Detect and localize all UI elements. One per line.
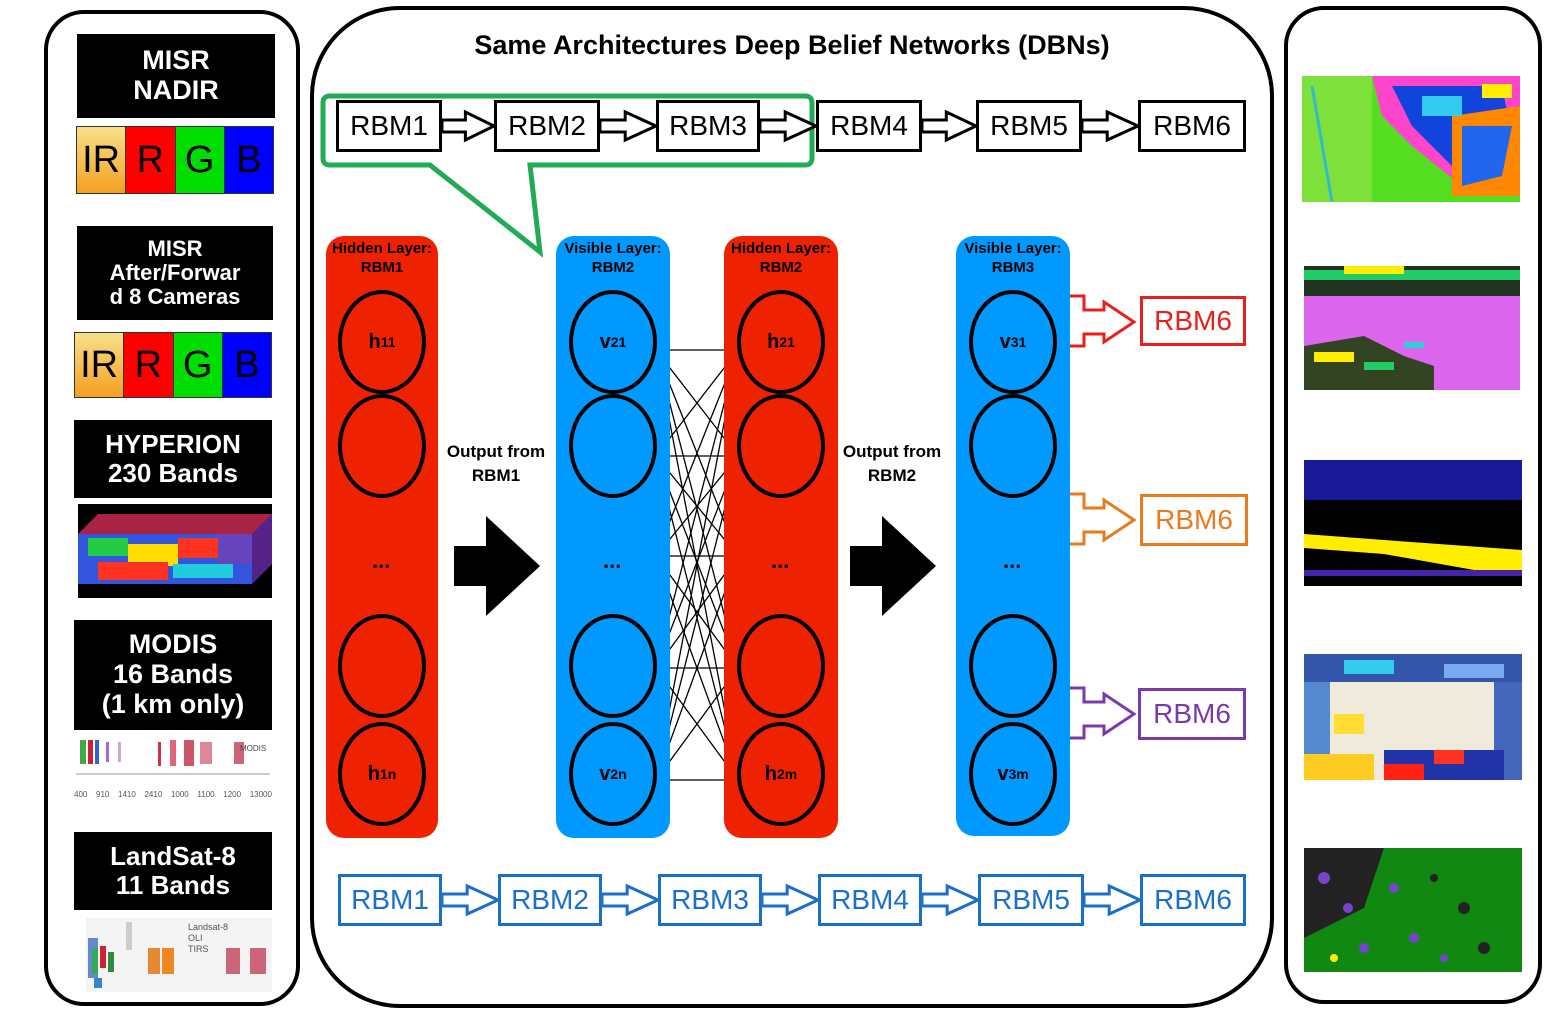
band-r: R bbox=[126, 127, 176, 193]
result-map-3-svg bbox=[1304, 460, 1522, 586]
ellipsis-layer3: ... bbox=[771, 548, 790, 573]
orange-connector-arrow bbox=[1070, 492, 1137, 546]
top-chain-arrow-2 bbox=[598, 109, 660, 143]
source-label-misr-nadir: MISR NADIR bbox=[77, 34, 275, 118]
top-rbm4-box: RBM4 bbox=[816, 100, 922, 152]
chain-arrows bbox=[440, 109, 1144, 917]
bottom-chain-arrow-4 bbox=[920, 883, 982, 917]
source-label-landsat: LandSat-8 11 Bands bbox=[74, 832, 272, 910]
landsat-band-svg bbox=[86, 918, 272, 992]
rbm6-purple-box: RBM6 bbox=[1138, 688, 1246, 740]
result-map-1 bbox=[1302, 76, 1520, 202]
band-b: B bbox=[222, 333, 271, 397]
result-map-4-svg bbox=[1304, 654, 1522, 780]
bottom-chain-arrow-2 bbox=[600, 883, 662, 917]
bottom-rbm1-box: RBM1 bbox=[338, 874, 442, 926]
ellipsis-layer2: ... bbox=[603, 548, 622, 573]
result-map-1-svg bbox=[1302, 76, 1520, 202]
bottom-rbm5-box: RBM5 bbox=[978, 874, 1084, 926]
source-label-misr-forward: MISR After/Forwar d 8 Cameras bbox=[77, 226, 273, 320]
ellipsis-layer4: ... bbox=[1003, 548, 1022, 573]
diagram-title: Same Architectures Deep Belief Networks … bbox=[474, 30, 1110, 60]
node-layer4-2 bbox=[969, 394, 1057, 498]
top-rbm1-box: RBM1 bbox=[336, 100, 442, 152]
band-strip-forward: IR R G B bbox=[74, 332, 272, 398]
modis-band-svg bbox=[76, 740, 270, 775]
node-layer1-2 bbox=[338, 394, 426, 498]
result-map-2-svg bbox=[1304, 266, 1520, 390]
output-arrow-1 bbox=[454, 516, 540, 616]
node-layer2-3 bbox=[569, 614, 657, 718]
landsat-caption: Landsat-8 OLI TIRS bbox=[188, 922, 229, 954]
band-r: R bbox=[124, 333, 174, 397]
node-layer1-3 bbox=[338, 614, 426, 718]
red-connector-arrow bbox=[1070, 294, 1137, 348]
top-rbm3-box: RBM3 bbox=[656, 100, 760, 152]
bottom-rbm3-box: RBM3 bbox=[658, 874, 762, 926]
band-g: G bbox=[175, 127, 225, 193]
bottom-rbm2-box: RBM2 bbox=[498, 874, 602, 926]
node-layer4-3 bbox=[969, 614, 1057, 718]
bottom-chain-arrow-3 bbox=[760, 883, 822, 917]
top-rbm5-box: RBM5 bbox=[976, 100, 1082, 152]
result-map-2 bbox=[1304, 266, 1520, 390]
band-b: B bbox=[224, 127, 273, 193]
bottom-rbm4-box: RBM4 bbox=[818, 874, 922, 926]
green-callout-bracket bbox=[320, 93, 815, 258]
modis-band-chart: MODIS 400 910 1410 2410 1000 1100 1200 1… bbox=[74, 736, 272, 806]
result-map-5 bbox=[1304, 848, 1522, 972]
bottom-chain-arrow-1 bbox=[440, 883, 502, 917]
output-arrow-2 bbox=[850, 516, 936, 616]
modis-axis-ticks: 400 910 1410 2410 1000 1100 1200 13000 bbox=[74, 790, 272, 799]
node-layer3-3 bbox=[737, 614, 825, 718]
top-chain-arrow-1 bbox=[440, 109, 498, 143]
hyperion-cube-image bbox=[78, 504, 272, 598]
result-map-4 bbox=[1304, 654, 1522, 780]
result-map-5-svg bbox=[1304, 848, 1522, 972]
band-ir: IR bbox=[75, 333, 125, 397]
top-chain-arrow-3 bbox=[758, 109, 820, 143]
purple-connector-arrow bbox=[1070, 686, 1137, 740]
top-rbm6-box: RBM6 bbox=[1138, 100, 1246, 152]
landsat-band-chart: Landsat-8 OLI TIRS bbox=[86, 918, 272, 992]
source-label-modis: MODIS 16 Bands (1 km only) bbox=[74, 620, 272, 730]
modis-logo-text: MODIS bbox=[240, 744, 267, 753]
bottom-chain-arrow-5 bbox=[1082, 883, 1144, 917]
node-layer3-2 bbox=[737, 394, 825, 498]
top-rbm2-box: RBM2 bbox=[494, 100, 600, 152]
rbm6-orange-box: RBM6 bbox=[1140, 494, 1248, 546]
output-from-rbm2-label: Output from RBM2 bbox=[842, 442, 942, 485]
source-label-hyperion: HYPERION 230 Bands bbox=[74, 420, 272, 498]
rbm6-red-box: RBM6 bbox=[1140, 296, 1246, 346]
output-from-rbm1-label: Output from RBM1 bbox=[446, 442, 546, 485]
node-layer2-2 bbox=[569, 394, 657, 498]
band-g: G bbox=[173, 333, 223, 397]
hyperion-cube-svg bbox=[78, 514, 272, 584]
result-map-3 bbox=[1304, 460, 1522, 586]
bottom-rbm6-box: RBM6 bbox=[1140, 874, 1246, 926]
band-ir: IR bbox=[77, 127, 127, 193]
top-chain-arrow-5 bbox=[1080, 109, 1142, 143]
ellipsis-layer1: ... bbox=[372, 548, 391, 573]
top-chain-arrow-4 bbox=[920, 109, 980, 143]
band-strip-nadir: IR R G B bbox=[76, 126, 274, 194]
